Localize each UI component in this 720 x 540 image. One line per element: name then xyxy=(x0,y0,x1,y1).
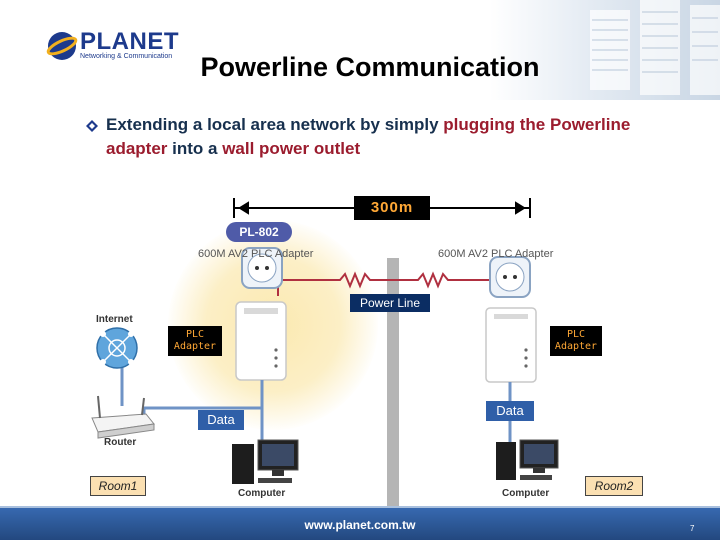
planet-globe-logo xyxy=(46,32,78,60)
computer-left-label: Computer xyxy=(238,488,286,499)
router-label: Router xyxy=(104,437,137,448)
diamond-bullet-icon xyxy=(86,120,98,132)
plc-adapter-right xyxy=(485,307,537,383)
bullet-text-part3: into a xyxy=(167,139,223,158)
footer-url: www.planet.com.tw xyxy=(304,518,416,532)
room2-label: Room2 xyxy=(585,476,643,496)
product-badge: PL-802 xyxy=(226,222,292,242)
plc-left-line2: Adapter xyxy=(173,341,217,352)
plc-right-line2: Adapter xyxy=(554,341,598,352)
page-number: 7 xyxy=(690,524,695,533)
internet-globe-icon xyxy=(96,327,138,369)
plc-left-line1: PLC xyxy=(185,329,205,340)
brand-tagline: Networking & Communication xyxy=(80,53,173,60)
data-left-label: Data xyxy=(198,410,244,430)
plc-adapter-right-label: PLC Adapter xyxy=(550,326,602,356)
room1-label: Room1 xyxy=(90,476,146,496)
bullet-text-part1: Extending a local area network by simply xyxy=(106,115,444,134)
wall-outlet-left xyxy=(241,247,283,289)
data-right-label: Data xyxy=(486,401,534,421)
server-rack-graphic xyxy=(590,0,720,95)
computer-left-icon xyxy=(232,439,299,484)
slide-title: Powerline Communication xyxy=(200,52,540,82)
plc-right-line1: PLC xyxy=(566,329,586,340)
adapter-right-model: 600M AV2 PLC Adapter xyxy=(438,248,554,260)
bullet-text-highlight1: plugging the Powerline adapter xyxy=(106,115,631,158)
power-line-label: Power Line xyxy=(350,294,430,312)
plc-adapter-left xyxy=(235,301,287,381)
wall-divider xyxy=(387,258,399,510)
internet-label: Internet xyxy=(96,314,133,325)
plc-adapter-left-label: PLC Adapter xyxy=(168,326,222,356)
computer-right-icon xyxy=(496,439,559,480)
bullet-text: Extending a local area network by simply… xyxy=(106,113,666,161)
power-line xyxy=(277,271,501,296)
wall-outlet-right xyxy=(489,256,531,298)
footer-bar xyxy=(0,508,720,540)
router-icon xyxy=(91,395,155,439)
bullet-text-highlight2: wall power outlet xyxy=(222,139,361,158)
header-background xyxy=(0,0,720,100)
brand-name: PLANET xyxy=(80,28,179,55)
footer-divider xyxy=(0,506,720,509)
computer-right-label: Computer xyxy=(502,488,550,499)
distance-label: 300m xyxy=(354,196,430,220)
adapter-left-model: 600M AV2 PLC Adapter xyxy=(198,248,314,260)
